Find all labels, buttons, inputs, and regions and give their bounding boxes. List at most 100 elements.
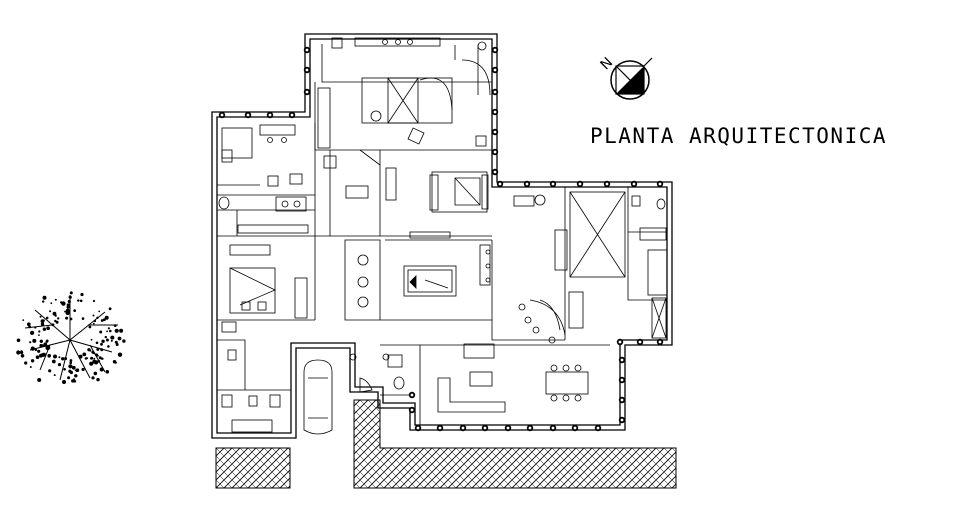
leaf-mark [38,334,40,336]
leaf-mark [39,315,42,318]
leaf-mark [42,300,45,303]
leaf-mark [67,299,71,304]
column-icon [616,338,624,346]
column-icon [408,406,416,414]
column-icon [491,108,499,116]
leaf-mark [16,338,21,343]
leaf-mark [27,322,31,326]
column-icon [266,111,274,119]
column-icon [303,46,311,54]
leaf-mark [96,316,99,319]
column-icon [491,88,499,96]
leaf-mark [58,356,61,359]
leaf-mark [52,311,57,316]
leaf-mark [45,345,51,350]
leaf-mark [95,341,99,345]
wall-columns [218,46,664,432]
column-icon [491,128,499,136]
leaf-mark [16,350,21,355]
column-icon [491,168,499,176]
leaf-mark [93,371,98,376]
column-icon [523,180,531,188]
leaf-mark [113,324,117,327]
leaf-mark [80,292,84,297]
leaf-mark [42,319,45,322]
leaf-mark [20,350,23,353]
leaf-mark [82,352,87,357]
leaf-mark [92,299,96,303]
leaf-mark [90,356,94,360]
column-icon [571,424,579,432]
leaf-mark [40,322,45,326]
leaf-mark [30,330,35,335]
leaf-mark [30,346,35,351]
leaf-mark [39,339,43,343]
leaf-mark [91,376,95,380]
leaf-mark [104,335,107,339]
leaf-mark [100,348,104,352]
leaf-mark [107,327,110,330]
leaf-mark [88,325,92,329]
column-icon [218,111,226,119]
leaf-mark [29,366,32,368]
leaf-mark [47,354,51,358]
column-icon [618,376,626,384]
leaf-mark [96,377,100,382]
leaf-mark [42,327,47,331]
leaf-mark [112,336,115,339]
leaf-mark [93,357,96,360]
leaf-mark [93,352,96,355]
leaf-mark [69,361,72,364]
leaf-mark [69,359,73,362]
leaf-mark [46,326,50,330]
leaf-mark [24,361,28,365]
leaf-mark [68,364,73,369]
column-icon [491,46,499,54]
column-icon [496,180,504,188]
column-icon [656,338,664,346]
leaf-mark [62,380,66,384]
leaf-mark [74,369,77,372]
leaf-mark [78,354,83,359]
leaf-mark [122,339,126,343]
leaf-mark [65,316,69,320]
leaf-mark [74,374,78,378]
leaf-mark [110,339,113,342]
leaf-mark [98,310,101,313]
column-icon [504,424,512,432]
leaf-mark [101,339,105,343]
leaf-mark [53,374,56,377]
column-icon [618,416,626,424]
leaf-mark [103,318,106,321]
leaf-mark [49,310,52,313]
leaf-mark [32,339,36,343]
leaf-mark [114,328,119,333]
column-icon [303,88,311,96]
leaf-mark [75,368,80,372]
leaf-mark [64,310,66,313]
leaf-mark [92,314,95,317]
leaf-mark [37,349,41,353]
leaf-mark [106,330,108,333]
leaf-mark [71,379,75,383]
leaf-mark [69,317,73,321]
leaf-mark [20,354,25,358]
leaf-mark [117,352,123,357]
column-icon [603,180,611,188]
leaf-mark [22,319,25,321]
leaf-mark [89,361,94,366]
column-icon [481,424,489,432]
leaf-mark [68,369,72,373]
column-icon [436,424,444,432]
leaf-mark [54,319,57,323]
leaf-mark [90,338,93,341]
leaf-mark [97,359,101,363]
leaf-mark [34,326,37,329]
column-icon [288,111,296,119]
leaf-mark [66,303,70,307]
leaf-mark [119,328,124,333]
column-icon [656,180,664,188]
leaf-mark [100,342,103,346]
leaf-mark [43,344,46,347]
